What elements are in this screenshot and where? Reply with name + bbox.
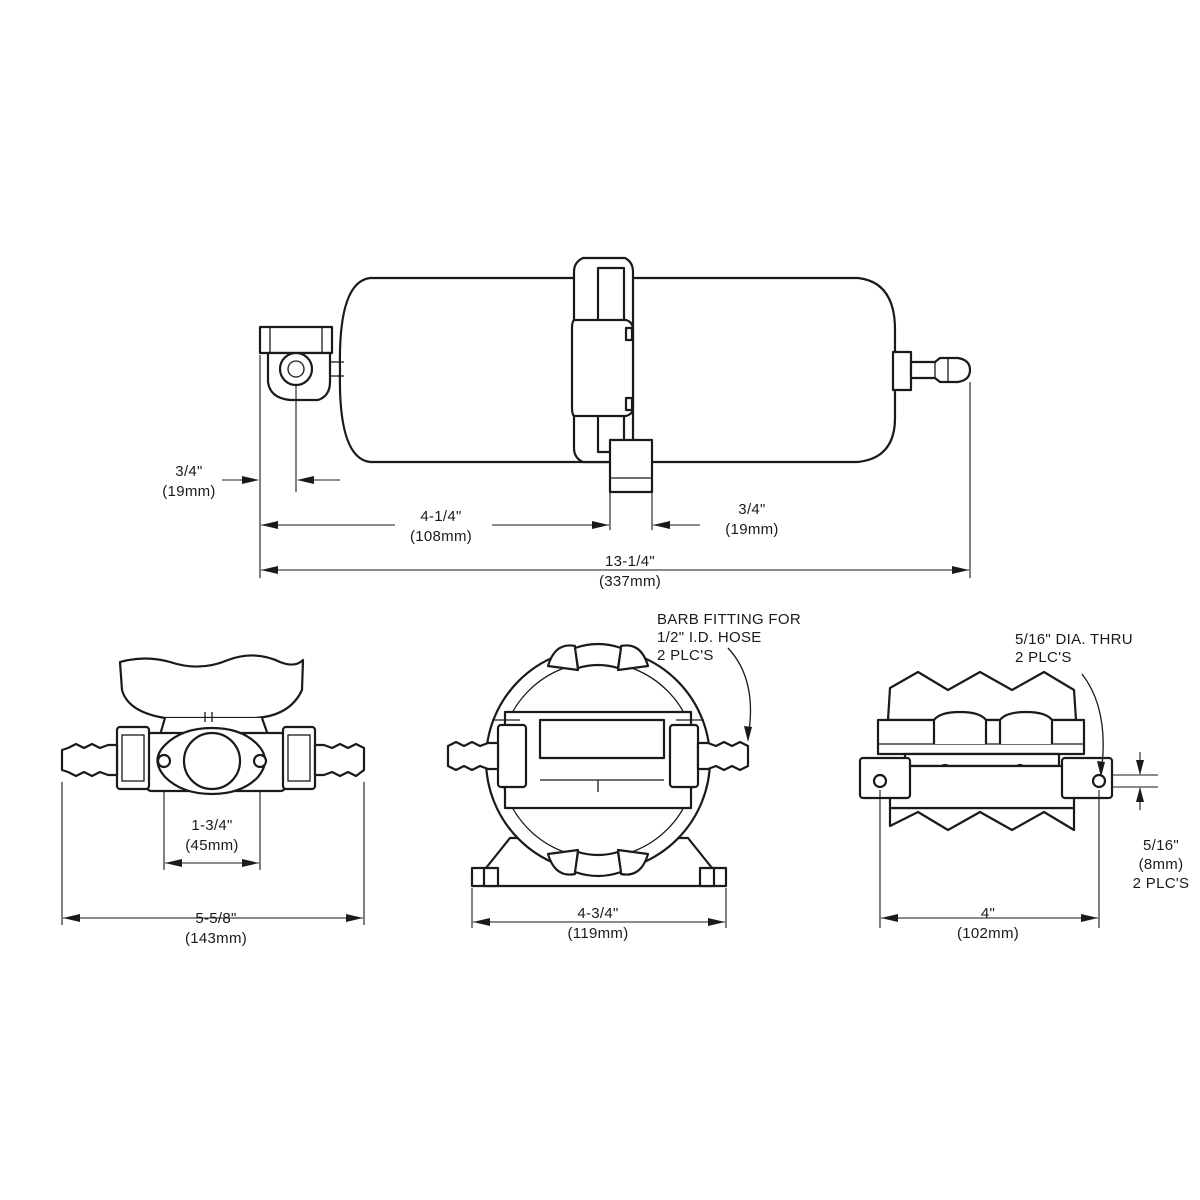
- mount-hole-right: [1091, 773, 1107, 789]
- dim-hole-spacing-mm: (102mm): [957, 925, 1019, 942]
- dim-port-offset-mm: (19mm): [162, 483, 215, 500]
- flange-bolt-right: [252, 753, 268, 769]
- mount-bracket: [608, 438, 654, 494]
- dim-hole-spacing-inch: 4": [981, 905, 995, 922]
- barb-note-leader: [727, 647, 752, 739]
- tank-cutaway: [118, 654, 305, 720]
- port-opening: [278, 351, 314, 387]
- dim-body-to-bracket-mm: (108mm): [410, 528, 472, 545]
- side-view: [222, 256, 972, 578]
- end-fitting-hex: [891, 350, 913, 392]
- dim-overall-length-mm: (337mm): [599, 573, 661, 590]
- dim-bracket-width-mm: (19mm): [725, 521, 778, 538]
- dim-hole-qty: 2 PLC'S: [1133, 875, 1190, 892]
- port-housing: [258, 325, 334, 355]
- barb-note-line-3: 2 PLC'S: [657, 647, 714, 664]
- mount-hole-left: [872, 773, 888, 789]
- end-barb: [909, 356, 972, 384]
- dim-flange-mm: (45mm): [185, 837, 238, 854]
- end-barb-right: [696, 740, 750, 772]
- flange-bolt-left: [156, 753, 172, 769]
- dim-flange-inch: 1-3/4": [191, 817, 232, 834]
- end-barb-left: [446, 740, 500, 772]
- end-nut-left: [496, 723, 528, 789]
- hole-note-line-2: 2 PLC'S: [1015, 649, 1072, 666]
- hole-note-line-1: 5/16" DIA. THRU: [1015, 631, 1133, 648]
- dim-base-width-inch: 4-3/4": [577, 905, 618, 922]
- barb-note-line-2: 1/2" I.D. HOSE: [657, 629, 762, 646]
- end-view: [446, 642, 752, 928]
- clamp-latch: [570, 318, 635, 418]
- barb-left: [60, 742, 119, 778]
- dim-overall-width-mm: (143mm): [185, 930, 247, 947]
- dim-overall-length-inch: 13-1/4": [605, 553, 655, 570]
- dim-overall-width-inch: 5-5/8": [195, 910, 236, 927]
- hole-note-leader: [1081, 673, 1104, 775]
- mount-tank-cutaway: [886, 670, 1078, 722]
- barb-right: [313, 742, 366, 778]
- dim-base-width-mm: (119mm): [568, 925, 629, 942]
- barb-note-line-1: BARB FITTING FOR: [657, 611, 801, 628]
- tank-body: [338, 276, 897, 464]
- mount-view: [858, 670, 1158, 928]
- dim-body-to-bracket-inch: 4-1/4": [420, 508, 461, 525]
- port-view: [60, 654, 366, 925]
- dim-port-offset-inch: 3/4": [175, 463, 202, 480]
- dim-hole-mm: (8mm): [1139, 856, 1184, 873]
- dim-hole-inch: 5/16": [1143, 837, 1179, 854]
- end-nut-right: [668, 723, 700, 789]
- dim-bracket-width-inch: 3/4": [738, 501, 765, 518]
